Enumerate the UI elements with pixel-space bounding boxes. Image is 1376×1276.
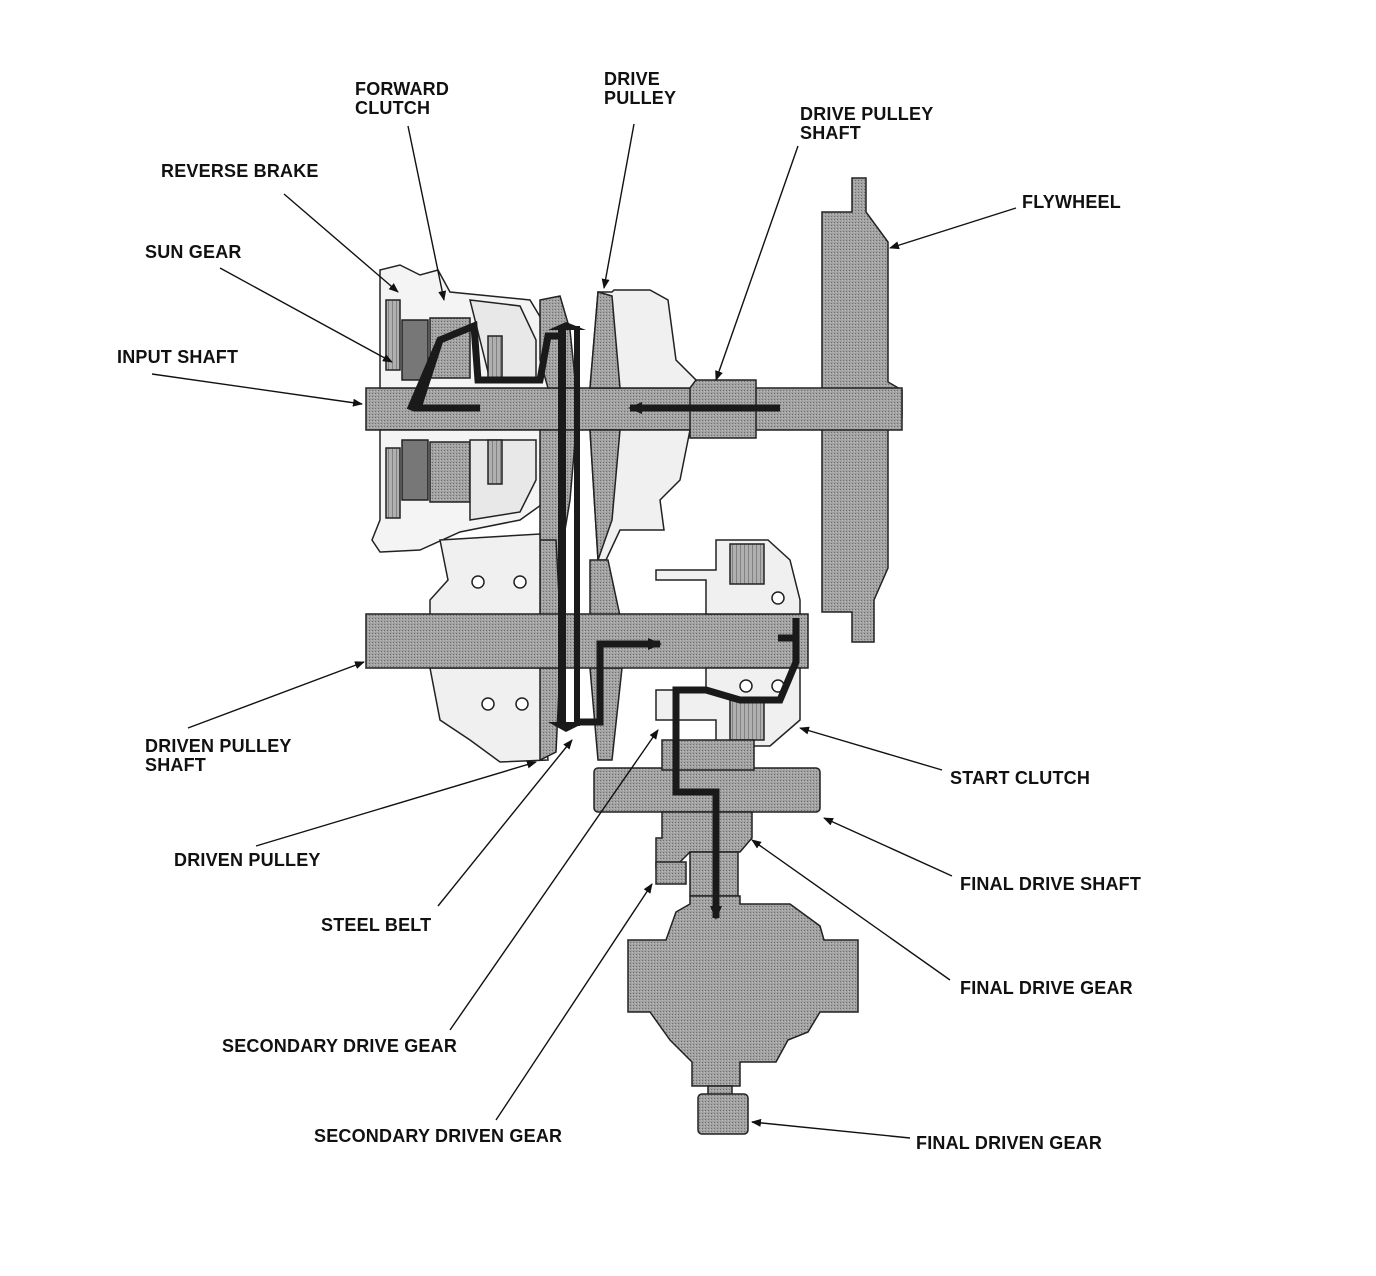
label-final-drive-gear: FINAL DRIVE GEAR [960,978,1133,998]
driven-pulley-shaft-part [365,613,809,669]
leader-lines [151,123,1017,1139]
label-start-clutch: START CLUTCH [950,768,1091,788]
label-secondary-drive-gear: SECONDARY DRIVE GEAR [222,1036,458,1056]
label-sun-gear: SUN GEAR [145,242,242,262]
label-drive-pulley-shaft-line2: SHAFT [800,123,861,143]
label-drive-pulley: DRIVE PULLEY [604,70,676,108]
driven-pulley-part [429,533,623,763]
label-steel-belt: STEEL BELT [321,915,432,935]
label-flywheel: FLYWHEEL [1022,192,1121,212]
label-driven-pulley-shaft-line1: DRIVEN PULLEY [145,736,292,756]
clutch-housing [371,264,549,553]
label-drive-pulley-shaft: DRIVE PULLEY SHAFT [800,105,933,143]
start-clutch-part [655,539,801,747]
label-driven-pulley-shaft-line2: SHAFT [145,755,206,775]
power-flow-path [406,320,800,920]
label-forward-clutch: FORWARD CLUTCH [355,80,449,118]
label-driven-pulley: DRIVEN PULLEY [174,850,321,870]
label-drive-pulley-line2: PULLEY [604,88,677,108]
label-drive-pulley-shaft-line1: DRIVE PULLEY [800,104,934,124]
label-secondary-driven-gear: SECONDARY DRIVEN GEAR [314,1126,563,1146]
label-reverse-brake: REVERSE BRAKE [161,161,319,181]
final-driven-gear-part [627,895,859,1135]
label-driven-pulley-shaft: DRIVEN PULLEY SHAFT [145,737,292,775]
label-drive-pulley-line1: DRIVE [604,69,661,89]
label-input-shaft: INPUT SHAFT [117,347,239,367]
label-final-drive-shaft: FINAL DRIVE SHAFT [960,874,1142,894]
label-forward-clutch-line1: FORWARD [355,79,450,99]
final-drive-shaft-part [593,739,821,897]
label-final-driven-gear: FINAL DRIVEN GEAR [916,1133,1103,1153]
steel-belt-part [548,322,586,732]
label-forward-clutch-line2: CLUTCH [355,98,431,118]
